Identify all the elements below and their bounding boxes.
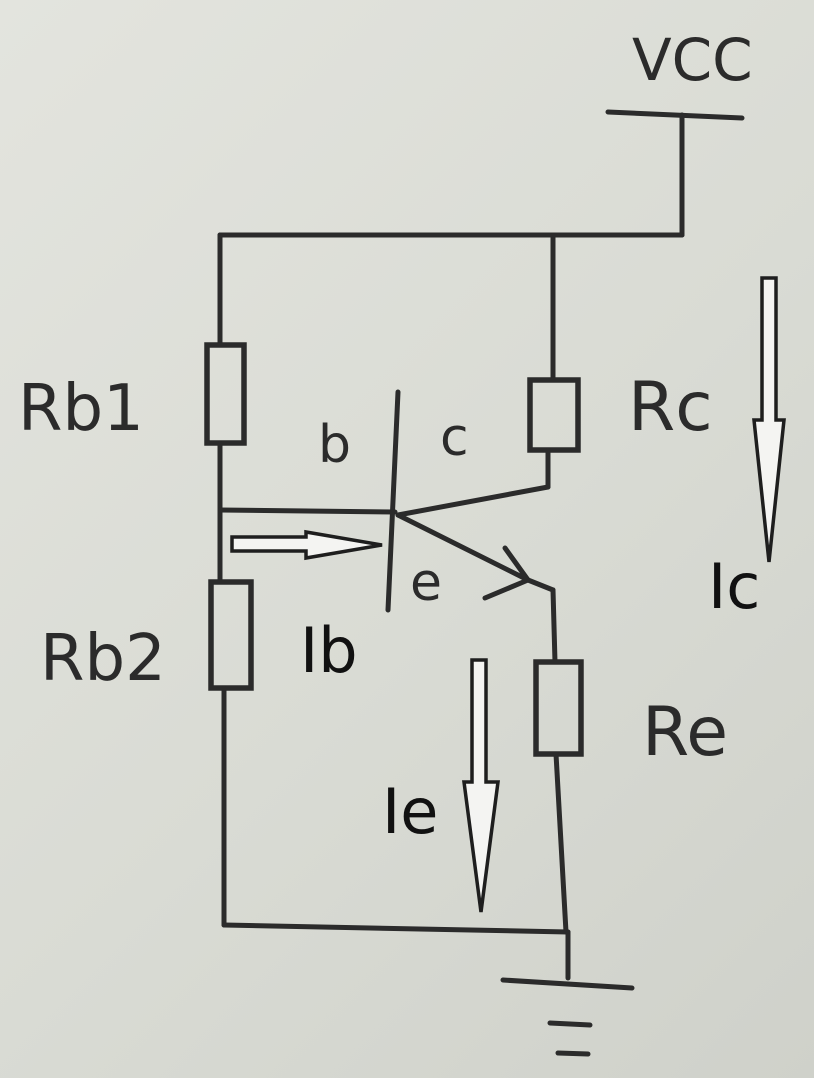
ie-arrow-icon (462, 658, 500, 913)
emitter-label: e (410, 553, 442, 613)
rc-label: Rc (628, 368, 713, 447)
re-top-wire (550, 587, 558, 665)
re-resistor (533, 659, 584, 757)
rc-resistor (527, 377, 581, 453)
rb2-label: Rb2 (40, 622, 166, 696)
ib-label: Ib (300, 614, 358, 687)
base-label: b (318, 415, 351, 475)
collector-label: c (440, 408, 469, 468)
rb1-resistor (204, 342, 247, 446)
re-bottom-wire (553, 751, 569, 935)
ib-arrow-icon (230, 529, 383, 561)
ground-icon-bar-3 (555, 1050, 591, 1057)
transistor-base-bar (385, 389, 401, 613)
rb2-resistor (208, 579, 254, 691)
base-wire (217, 507, 398, 515)
emitter-arrow-icon (482, 545, 531, 601)
emitter-lead (395, 512, 531, 583)
rb1-label: Rb1 (18, 372, 144, 446)
ie-label: Ie (382, 775, 438, 848)
vcc-label: VCC (632, 26, 753, 94)
re-label: Re (642, 693, 728, 772)
ground-icon-bar-2 (547, 1020, 593, 1028)
ground-icon-bar-1 (500, 977, 635, 991)
ic-arrow-icon (752, 276, 786, 563)
emitter-join-wire (525, 577, 556, 593)
vcc-supply-bar (605, 109, 745, 121)
bottom-rail-wire (221, 922, 571, 935)
collector-lead (395, 484, 551, 518)
ic-label: Ic (708, 550, 760, 623)
